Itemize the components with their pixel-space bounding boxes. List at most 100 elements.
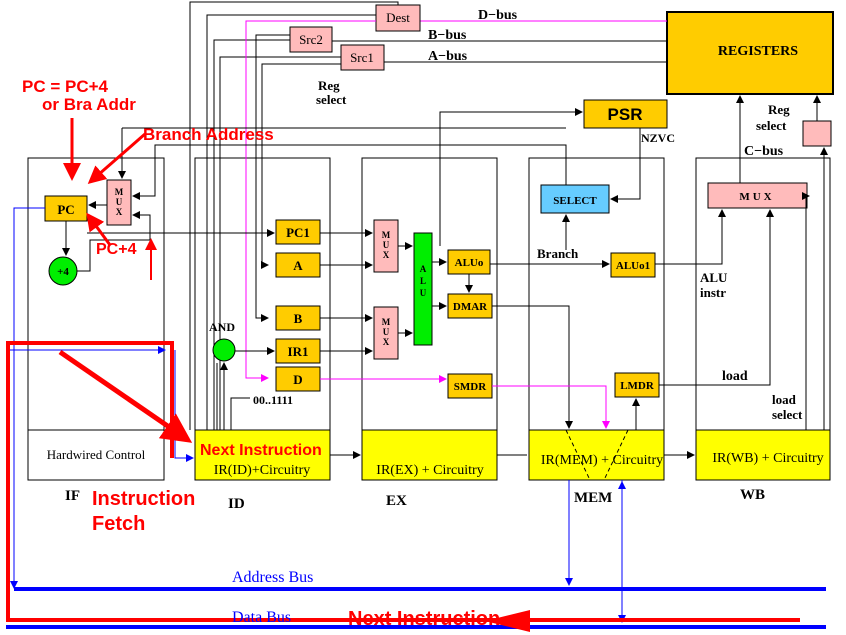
svg-text:M: M — [382, 317, 391, 327]
const-label: 00..1111 — [253, 393, 293, 407]
data-wires — [62, 95, 828, 459]
branch-address-label: Branch Address — [143, 125, 274, 144]
svg-text:M: M — [382, 230, 391, 240]
lmdr-label: LMDR — [620, 380, 655, 392]
alu-box — [413, 232, 433, 346]
stage-id-label: ID — [228, 496, 245, 512]
load-select-b: select — [772, 407, 803, 422]
svg-text:A: A — [420, 264, 427, 274]
reg-select-2b: select — [756, 118, 787, 133]
registers-block — [666, 11, 834, 95]
aluo-label: ALUo — [455, 257, 484, 269]
select-box — [540, 184, 610, 214]
dest-path-magenta — [245, 20, 376, 382]
next-instruction-arrowhead — [485, 610, 530, 632]
next-instruction-bottom: Next Instruction — [348, 608, 500, 630]
src2-label: Src2 — [299, 32, 323, 47]
svg-text:L: L — [420, 276, 426, 286]
dmar-box — [447, 293, 493, 319]
dest-label: Dest — [386, 10, 410, 25]
ir-mem-label: IR(MEM) + Circuitry — [541, 453, 663, 468]
reg-select-box — [802, 120, 832, 147]
stage-wb-label: WB — [740, 487, 765, 503]
pc1-box — [275, 219, 321, 245]
svg-text:U: U — [383, 327, 390, 337]
next-instruction-top: Next Instruction — [200, 442, 322, 459]
pc1-label: PC1 — [286, 225, 310, 240]
pc-eq-b: or Bra Addr — [42, 95, 136, 114]
select-label: SELECT — [553, 195, 597, 207]
svg-text:M: M — [115, 187, 124, 197]
operand-wires — [255, 34, 341, 322]
smdr-box — [447, 373, 493, 399]
circuitry-boxes — [27, 429, 831, 481]
c-bus-label: C−bus — [744, 144, 784, 159]
dmar-label: DMAR — [453, 301, 488, 313]
ir1-label: IR1 — [288, 344, 309, 359]
registers-label: REGISTERS — [718, 44, 798, 59]
mem-dashes — [565, 429, 629, 481]
aluo-box — [447, 249, 491, 275]
reg-select-wires — [189, 1, 399, 430]
if-mux-label: MUX — [115, 187, 124, 217]
pc-box — [44, 195, 88, 222]
psr-label: PSR — [608, 105, 643, 124]
wb-mux-label: MUX — [739, 191, 774, 203]
red-arrows — [6, 118, 800, 622]
load-select-a: load — [772, 392, 797, 407]
plus4-label: +4 — [57, 266, 69, 278]
svg-text:X: X — [116, 207, 123, 217]
ir-ex-box — [361, 429, 498, 481]
stage-if-label: IF — [65, 488, 80, 504]
and-label: AND — [209, 320, 235, 334]
load-label: load — [722, 369, 748, 384]
reg-select-1a: Reg — [318, 78, 340, 93]
instruction-fetch-b: Fetch — [92, 513, 145, 535]
b-bus-label: B−bus — [428, 28, 467, 43]
reg-select-2a: Reg — [768, 102, 790, 117]
a-bus-label: A−bus — [428, 49, 468, 64]
hardwired-label: Hardwired Control — [47, 447, 146, 462]
svg-text:X: X — [383, 250, 390, 260]
alu-instr-b: instr — [700, 285, 726, 300]
nzvc-label: NZVC — [641, 131, 675, 145]
d-label: D — [293, 372, 302, 387]
svg-text:U: U — [116, 197, 123, 207]
d-box — [275, 366, 321, 392]
psr-box — [583, 99, 668, 129]
dest-box — [375, 4, 421, 32]
svg-text:U: U — [383, 240, 390, 250]
pc-plus4-label: PC+4 — [96, 241, 137, 258]
ex-mux-bottom-label: MUX — [382, 317, 391, 347]
blue-wires — [6, 207, 626, 623]
text-layer: REGISTERS D−bus B−bus A−bus C−bus Dest S… — [22, 8, 824, 630]
stage-mem-label: MEM — [574, 490, 612, 506]
svg-text:X: X — [383, 337, 390, 347]
svg-text:U: U — [420, 288, 427, 298]
branch-label: Branch — [537, 246, 579, 261]
aluo1-box — [610, 252, 656, 278]
ir-wb-label: IR(WB) + Circuitry — [712, 451, 823, 466]
if-mux — [106, 179, 132, 226]
ir-id-label: IR(ID)+Circuitry — [214, 463, 311, 478]
aluo1-label: ALUo1 — [616, 260, 650, 272]
hardwired-control-box — [27, 429, 165, 481]
ir-wb-box — [695, 429, 831, 481]
pc-eq-a: PC = PC+4 — [22, 77, 109, 96]
lmdr-box — [614, 372, 660, 398]
ex-mux-top — [373, 219, 399, 273]
smdr-label: SMDR — [454, 381, 487, 393]
instruction-fetch-a: Instruction — [92, 488, 195, 510]
register-buses — [318, 20, 667, 63]
magenta-wires — [320, 375, 610, 429]
alu-label: ALU — [420, 264, 427, 298]
data-bus-label: Data Bus — [232, 609, 291, 626]
b-box — [275, 305, 321, 331]
ex-mux-top-label: MUX — [382, 230, 391, 260]
and-gate — [212, 338, 236, 362]
src1-label: Src1 — [350, 50, 374, 65]
pc-label: PC — [57, 202, 74, 217]
d-bus-label: D−bus — [478, 8, 518, 23]
